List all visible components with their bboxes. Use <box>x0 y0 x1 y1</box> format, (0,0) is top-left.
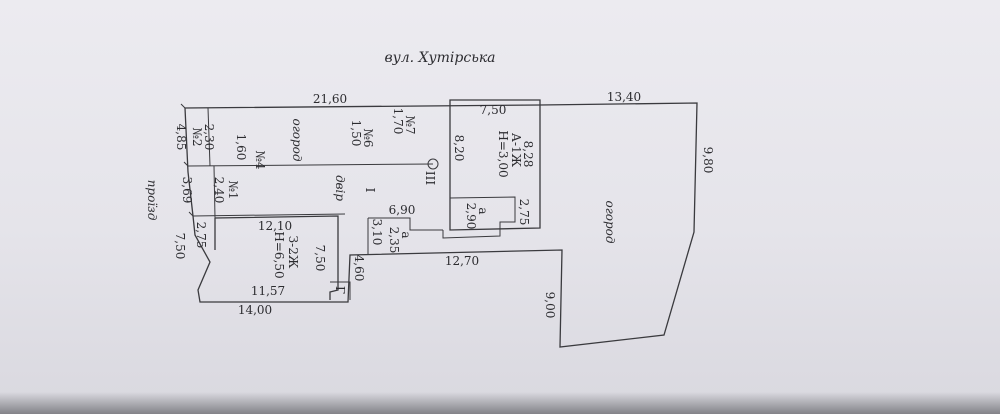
lot-boundary <box>184 102 698 348</box>
dim-4-60: 4,60 <box>352 255 366 282</box>
building-g-outline <box>330 281 351 300</box>
building-a-title: А-1Ж <box>509 133 523 168</box>
left-tick-marks <box>180 103 194 217</box>
plot-divider-2 <box>213 165 216 219</box>
yard-number: I <box>363 188 377 193</box>
dim-12-70: 12,70 <box>445 254 479 268</box>
plot-n4-name: №4 <box>253 151 267 170</box>
dim-3-10: 3,10 <box>370 219 384 246</box>
building-g-title: Г <box>333 286 347 294</box>
dim-6-90: 6,90 <box>389 203 416 217</box>
street-label: вул. Хутірська <box>384 50 495 66</box>
dim-3-69: 3,69 <box>180 177 194 204</box>
yard-label: двір <box>333 175 347 201</box>
dim-13-40: 13,40 <box>607 90 641 104</box>
dim-12-10: 12,10 <box>258 219 292 233</box>
passage-label: проїзд <box>145 180 159 221</box>
plot-n1-name: №1 <box>226 181 240 200</box>
dim-2-75-right: 2,75 <box>517 199 531 226</box>
building-a-outline <box>449 99 541 231</box>
plot-n7-value: 1,70 <box>391 108 405 135</box>
building-z-title: З-2Ж <box>286 236 300 269</box>
plot-n2-name: №2 <box>190 128 204 147</box>
plot-n4-value: 1,60 <box>234 134 248 161</box>
building-z-outline <box>214 215 339 300</box>
annex-a1-outline <box>442 196 516 239</box>
plot-n1-value: 2,40 <box>212 177 226 204</box>
dim-21-60: 21,60 <box>313 92 347 106</box>
plot-divider-1 <box>207 107 211 167</box>
annex-a2-name: а <box>399 231 413 238</box>
dim-9-00: 9,00 <box>543 292 557 319</box>
building-a-height: Н=3,00 <box>496 130 510 177</box>
dim-7-50-mid: 7,50 <box>313 245 327 272</box>
dim-7-50-top: 7,50 <box>480 103 507 117</box>
dim-9-80: 9,80 <box>701 147 715 174</box>
annex-a1-value: 2,90 <box>464 203 478 230</box>
paper-edge-shadow <box>0 392 1000 414</box>
plot-n6-value: 1,50 <box>349 120 363 147</box>
building-z-height: Н=6,50 <box>272 231 286 278</box>
dim-8-28: 8,28 <box>521 141 535 168</box>
plot-n6-name: №6 <box>361 129 375 148</box>
garden-left-label: огород <box>290 118 304 161</box>
well-label: III <box>423 171 437 185</box>
plot-n7-name: №7 <box>403 116 417 135</box>
dim-2-75-left: 2,75 <box>194 222 208 249</box>
annex-a2-value: 2,35 <box>387 227 401 254</box>
left-strip-line <box>192 213 346 217</box>
garden-right-label: огород <box>603 200 617 243</box>
dim-14-00: 14,00 <box>238 303 272 317</box>
yard-upper-line <box>187 163 434 167</box>
dim-11-57: 11,57 <box>251 284 285 298</box>
annex-a2-outline <box>367 217 443 255</box>
annex-a1-name: а <box>476 207 490 214</box>
dim-8-20: 8,20 <box>452 135 466 162</box>
dim-4-85: 4,85 <box>174 124 188 151</box>
plot-n2-value: 2,30 <box>202 124 216 151</box>
dim-7-50-left: 7,50 <box>173 233 187 260</box>
well-icon <box>427 158 439 170</box>
